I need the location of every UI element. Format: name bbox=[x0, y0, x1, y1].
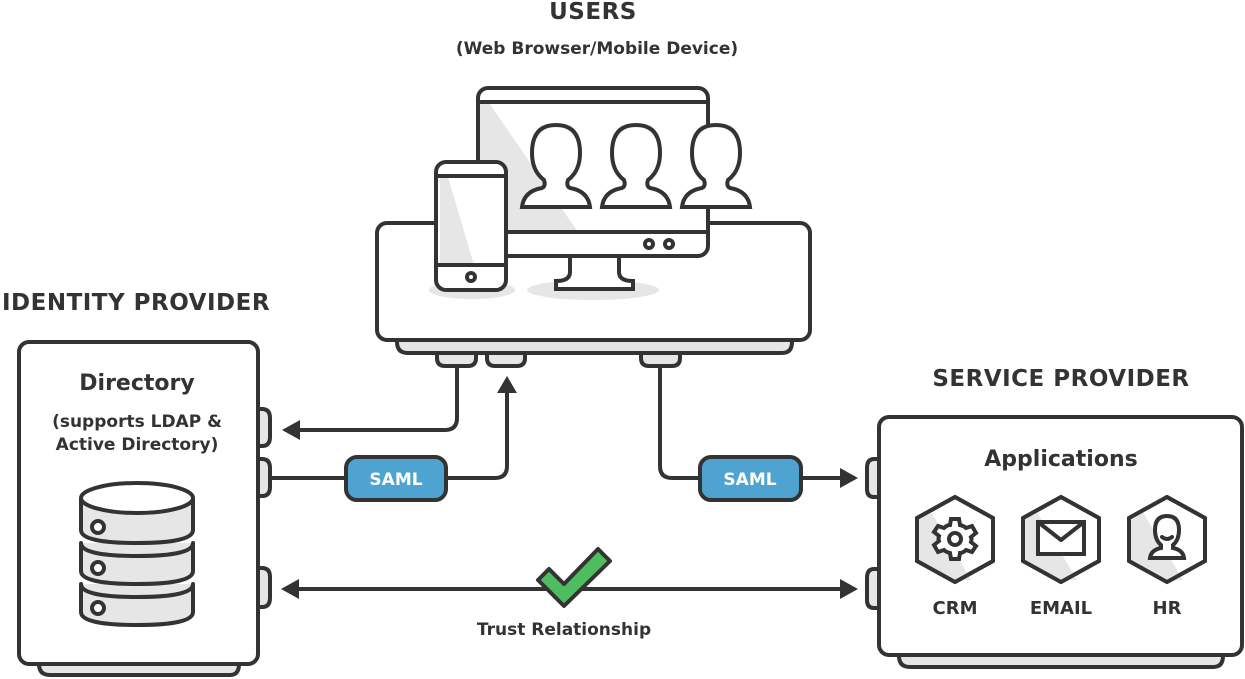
directory-subtitle-line2: Active Directory) bbox=[56, 435, 219, 455]
sp-port-2 bbox=[865, 567, 882, 610]
arrow-users-to-sp bbox=[658, 364, 858, 488]
user-icon bbox=[599, 122, 673, 209]
users-title: USERS bbox=[549, 0, 637, 25]
mobile-phone-icon bbox=[434, 160, 508, 292]
user-icon bbox=[679, 122, 753, 209]
person-icon bbox=[1147, 513, 1187, 560]
gear-icon bbox=[931, 517, 979, 561]
sp-port-1 bbox=[865, 457, 882, 499]
envelope-icon bbox=[1036, 520, 1086, 556]
app-label-crm: CRM bbox=[933, 598, 978, 619]
app-label-email: EMAIL bbox=[1030, 598, 1092, 619]
service-provider-title: SERVICE PROVIDER bbox=[932, 366, 1189, 392]
users-subtitle: (Web Browser/Mobile Device) bbox=[456, 39, 738, 59]
trust-relationship-label: Trust Relationship bbox=[477, 620, 651, 640]
user-icon bbox=[519, 122, 593, 209]
app-hr: HR bbox=[1127, 494, 1207, 619]
identity-provider-title: IDENTITY PROVIDER bbox=[2, 290, 270, 316]
database-icon bbox=[79, 481, 195, 628]
saml-label-right: SAML bbox=[723, 470, 776, 490]
arrow-idp-to-users bbox=[268, 376, 517, 480]
user-silhouettes bbox=[519, 122, 753, 209]
arrow-users-to-idp bbox=[282, 364, 459, 440]
directory-title: Directory bbox=[79, 371, 194, 396]
app-label-hr: HR bbox=[1153, 598, 1182, 619]
saml-badge-right: SAML bbox=[698, 455, 803, 502]
applications-title: Applications bbox=[984, 447, 1137, 472]
directory-subtitle-line1: (supports LDAP & bbox=[52, 412, 222, 432]
saml-label-left: SAML bbox=[369, 470, 422, 490]
saml-badge-left: SAML bbox=[344, 455, 448, 502]
app-crm: CRM bbox=[915, 494, 995, 619]
checkmark-icon bbox=[536, 547, 612, 608]
app-email: EMAIL bbox=[1021, 494, 1101, 619]
